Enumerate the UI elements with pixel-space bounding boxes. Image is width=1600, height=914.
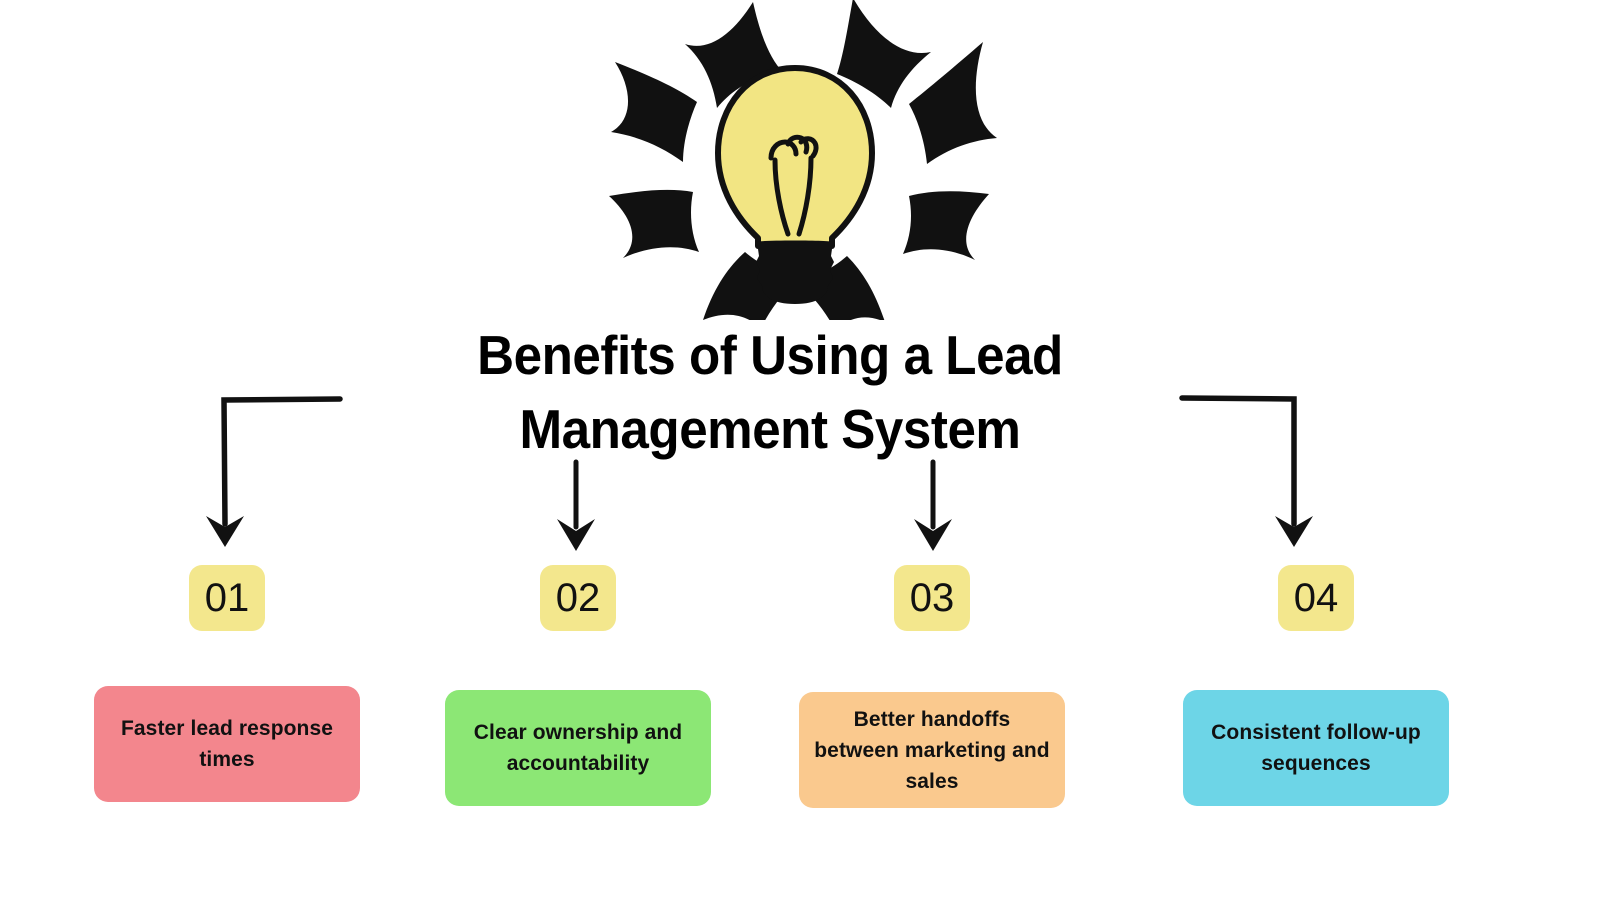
arrow-head-4 [1275, 516, 1313, 547]
arrow-head-2 [557, 519, 595, 551]
number-badge-01: 01 [189, 565, 265, 631]
arrow-elbow-right [1179, 395, 1297, 527]
lightbulb-idea-icon [585, 0, 1005, 320]
benefit-column-4: 04 Consistent follow-up sequences [1156, 565, 1476, 806]
benefit-columns: 01 Faster lead response times 02 Clear o… [0, 565, 1600, 825]
benefit-column-2: 02 Clear ownership and accountability [418, 565, 738, 806]
benefit-column-3: 03 Better handoffs between marketing and… [772, 565, 1092, 808]
page-title: Benefits of Using a Lead Management Syst… [361, 318, 1179, 466]
benefit-card-3[interactable]: Better handoffs between marketing and sa… [799, 692, 1065, 808]
arrow-head-1 [206, 516, 244, 547]
number-badge-02: 02 [540, 565, 616, 631]
number-badge-03: 03 [894, 565, 970, 631]
number-badge-04: 04 [1278, 565, 1354, 631]
page-title-line-2: Management System [519, 398, 1021, 460]
benefit-card-4[interactable]: Consistent follow-up sequences [1183, 690, 1449, 806]
benefit-card-2[interactable]: Clear ownership and accountability [445, 690, 711, 806]
benefit-card-1[interactable]: Faster lead response times [94, 686, 360, 802]
page-title-line-1: Benefits of Using a Lead [477, 324, 1063, 386]
benefit-column-1: 01 Faster lead response times [67, 565, 387, 802]
arrow-head-3 [914, 519, 952, 551]
arrow-elbow-left [221, 396, 343, 527]
